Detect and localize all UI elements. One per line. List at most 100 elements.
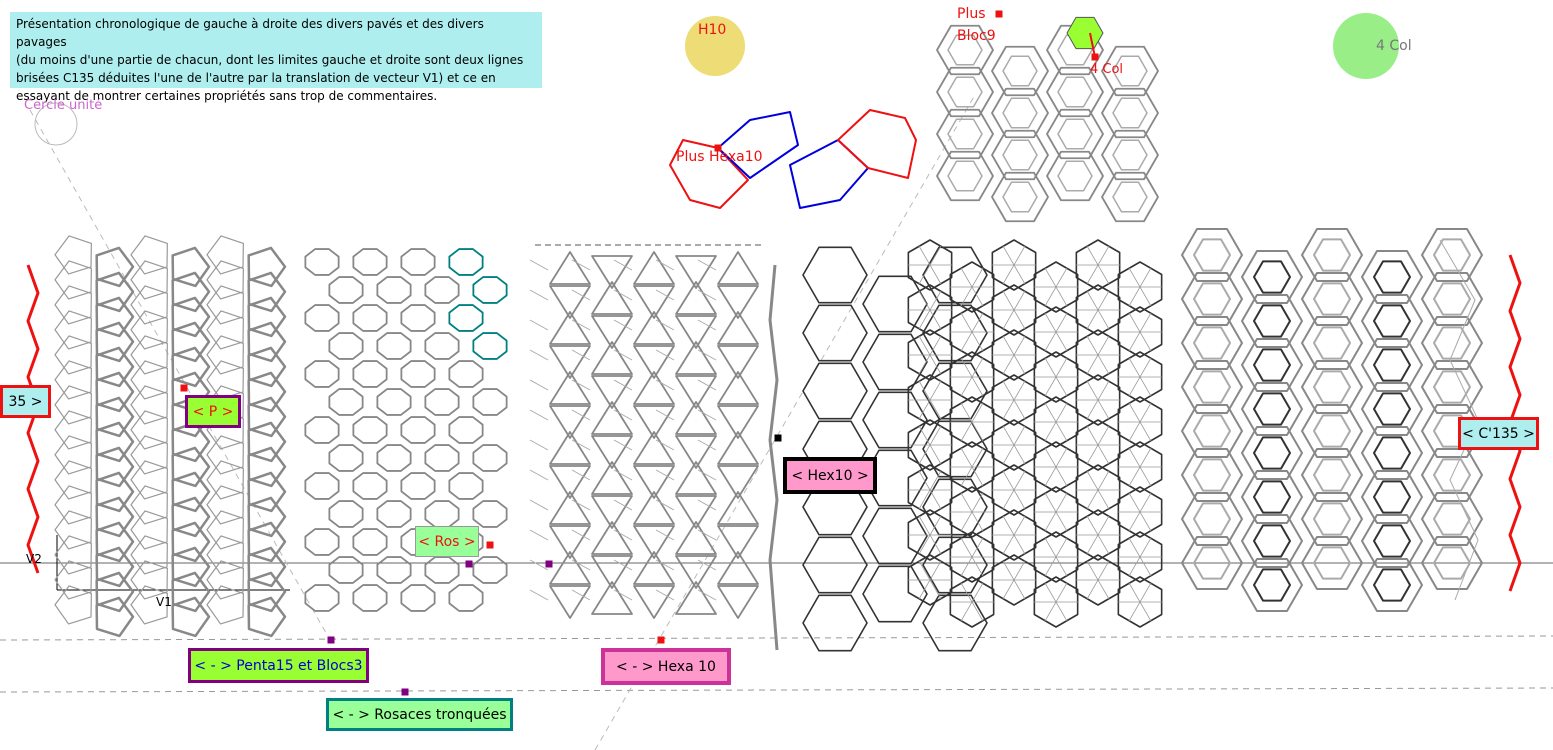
triangle-joint bbox=[529, 589, 549, 601]
triangle-joint bbox=[529, 259, 549, 271]
triangle-joint bbox=[697, 289, 717, 301]
star-hexagon-tile bbox=[991, 329, 1037, 381]
pentagon-tile bbox=[54, 585, 92, 625]
star-hexagon-tile bbox=[991, 374, 1037, 426]
star-hexagon-tile bbox=[991, 509, 1037, 561]
c135-right-button[interactable]: < C'135 > bbox=[1458, 417, 1539, 450]
dark-hexagon-tile bbox=[802, 362, 868, 420]
c135-left-border bbox=[26, 264, 40, 574]
marker-dots bbox=[180, 10, 1099, 696]
octagon-tile bbox=[472, 332, 508, 360]
col-inner-hexagon bbox=[1253, 260, 1291, 294]
col-inner-hexagon bbox=[1193, 458, 1231, 492]
pentagon-tile bbox=[247, 421, 287, 463]
pentagon-tile bbox=[171, 321, 211, 363]
triangle-tile bbox=[591, 281, 633, 315]
octagon-tile bbox=[424, 332, 460, 360]
triangle-tile bbox=[717, 251, 759, 285]
pentagon-tile bbox=[130, 535, 168, 575]
col-inner-hexagon bbox=[1433, 238, 1471, 272]
penta15-button[interactable]: < - > Penta15 et Blocs3 bbox=[188, 648, 369, 683]
triangle-joint bbox=[529, 469, 549, 481]
col-outer-hexagon bbox=[1181, 228, 1243, 282]
octagon-tile bbox=[328, 332, 364, 360]
triangle-tile bbox=[591, 461, 633, 495]
plus-bloc9-label-1: Plus bbox=[957, 6, 986, 22]
star-hexagon-tile bbox=[1075, 464, 1121, 516]
bloc9-outer-hexagon bbox=[1046, 108, 1104, 160]
star-hexagon-tile bbox=[1075, 419, 1121, 471]
triangle-joint bbox=[613, 559, 633, 571]
triangle-joint bbox=[529, 379, 549, 391]
bloc9-outer-hexagon bbox=[991, 129, 1049, 181]
bloc9-inner-hexagon bbox=[1112, 181, 1148, 213]
triangle-joint bbox=[529, 319, 549, 331]
triangle-joint bbox=[571, 559, 591, 571]
star-hexagon-tile bbox=[991, 464, 1037, 516]
star-spoke bbox=[960, 447, 984, 487]
star-spoke bbox=[1086, 380, 1110, 420]
pentagon-tile bbox=[130, 560, 168, 600]
hexa10-button[interactable]: < - > Hexa 10 bbox=[601, 648, 731, 685]
triangle-joint bbox=[571, 379, 591, 391]
triangle-tile bbox=[717, 465, 759, 499]
marker-square bbox=[401, 688, 409, 696]
triangle-tile bbox=[717, 371, 759, 405]
hex10-button[interactable]: < Hex10 > bbox=[783, 457, 877, 494]
c135-left-button[interactable]: 35 > bbox=[0, 385, 51, 418]
pentagon-tile bbox=[130, 435, 168, 475]
triangle-tile bbox=[549, 251, 591, 285]
pentagon-tile bbox=[171, 521, 211, 563]
p-button[interactable]: < P > bbox=[185, 395, 241, 428]
star-hexagon-tile bbox=[991, 419, 1037, 471]
triangle-tile bbox=[591, 255, 633, 289]
col-inner-hexagon bbox=[1193, 414, 1231, 448]
star-hexagon-tile bbox=[1117, 351, 1163, 403]
star-spoke bbox=[1128, 447, 1152, 487]
triangle-tile bbox=[675, 461, 717, 495]
star-hexagon-tile bbox=[1033, 306, 1079, 358]
col-inner-hexagon bbox=[1373, 524, 1411, 558]
star-hexagon-tile bbox=[1033, 351, 1079, 403]
star-hexagon-tile bbox=[991, 284, 1037, 336]
star-hexagon-tile bbox=[949, 531, 995, 583]
dark-hexagon-tile bbox=[922, 594, 988, 652]
pentagon-tile bbox=[95, 546, 135, 588]
rosaces-button[interactable]: < - > Rosaces tronquées bbox=[326, 698, 513, 731]
col-outer-hexagon bbox=[1361, 338, 1423, 392]
triangle-joint bbox=[571, 349, 591, 361]
triangle-tile bbox=[717, 285, 759, 319]
bloc9-outer-hexagon bbox=[936, 24, 994, 76]
penta15-tiling bbox=[54, 235, 287, 638]
triangle-joint bbox=[571, 319, 591, 331]
col-outer-hexagon bbox=[1241, 470, 1303, 524]
pentagon-tile bbox=[54, 410, 92, 450]
triangle-tile bbox=[717, 491, 759, 525]
triangle-tile bbox=[675, 375, 717, 409]
star-spoke bbox=[918, 470, 942, 510]
col-inner-hexagon bbox=[1253, 304, 1291, 338]
triangle-joint bbox=[697, 469, 717, 481]
star-hexagon-tile bbox=[907, 239, 953, 291]
col-outer-hexagon bbox=[1241, 558, 1303, 612]
pentagon-tile bbox=[206, 335, 244, 375]
pentagon-tile bbox=[54, 285, 92, 325]
unit-circle bbox=[34, 102, 78, 146]
triangle-tile bbox=[591, 581, 633, 615]
bloc9-outer-hexagon bbox=[1101, 45, 1159, 97]
triangle-joint bbox=[613, 379, 633, 391]
triangle-tile bbox=[591, 555, 633, 589]
pentagon-tile bbox=[206, 285, 244, 325]
plus-hexa10-label: Plus Hexa10 bbox=[676, 149, 763, 165]
triangle-joint bbox=[529, 439, 549, 451]
bloc9-inner-hexagon bbox=[1002, 181, 1038, 213]
star-hexagon-tile bbox=[907, 374, 953, 426]
ros-button[interactable]: < Ros > bbox=[415, 526, 479, 557]
octagon-tile bbox=[448, 472, 484, 500]
pentagon-tile bbox=[247, 371, 287, 413]
triangle-tile bbox=[633, 285, 675, 319]
triangle-tile bbox=[633, 465, 675, 499]
pentagon-tile bbox=[206, 435, 244, 475]
octagon-tile bbox=[448, 416, 484, 444]
triangle-tile bbox=[717, 431, 759, 465]
